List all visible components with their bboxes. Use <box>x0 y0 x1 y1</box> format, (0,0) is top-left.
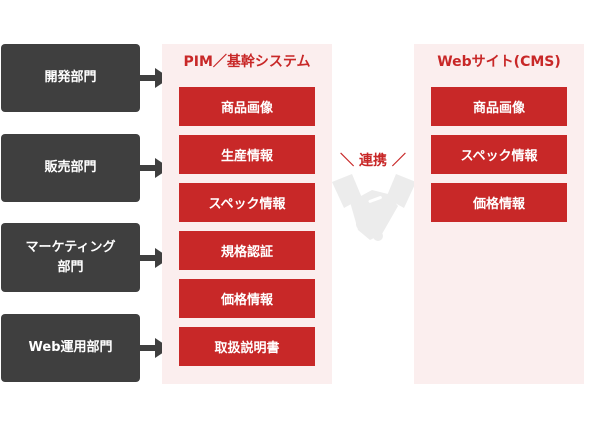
dept-sales: 販売部門 <box>1 134 140 202</box>
dept-development: 開発部門 <box>1 44 140 112</box>
pim-item-spec-info: スペック情報 <box>179 183 315 222</box>
dept-web-operations: Web運用部門 <box>1 314 140 382</box>
pim-item-product-images: 商品画像 <box>179 87 315 126</box>
pim-item-manual: 取扱説明書 <box>179 327 315 366</box>
handshake-icon <box>332 174 416 241</box>
dept-marketing: マーケティング 部門 <box>1 223 140 292</box>
cms-item-product-images: 商品画像 <box>431 87 567 126</box>
pim-item-certification: 規格認証 <box>179 231 315 270</box>
cms-title: Webサイト(CMS) <box>437 54 561 70</box>
cms-item-spec-info: スペック情報 <box>431 135 567 174</box>
pim-item-production-info: 生産情報 <box>179 135 315 174</box>
cms-item-price-info: 価格情報 <box>431 183 567 222</box>
link-label: ＼ 連携 ／ <box>340 153 406 169</box>
pim-item-price-info: 価格情報 <box>179 279 315 318</box>
pim-title: PIM／基幹システム <box>183 54 311 70</box>
